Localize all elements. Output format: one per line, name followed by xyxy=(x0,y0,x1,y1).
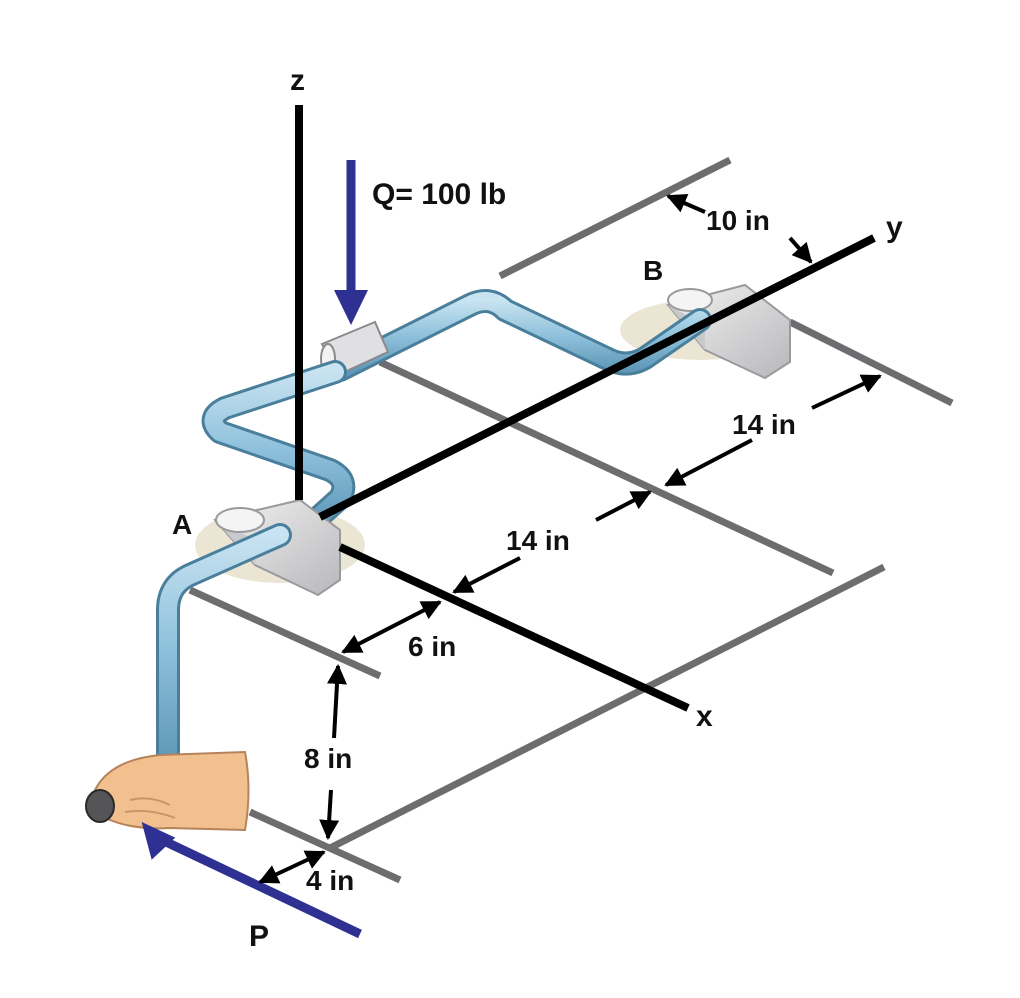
dim-arrow-10in-left xyxy=(666,193,706,214)
guide-line-lower xyxy=(328,563,886,852)
z-axis-label: z xyxy=(290,64,305,97)
guide-lines xyxy=(188,156,954,884)
dim-arrow-6in xyxy=(341,600,442,654)
x-axis xyxy=(338,543,690,712)
guide-line-middle xyxy=(378,358,835,577)
dim-arrow-10in-right xyxy=(788,236,813,264)
force-q-arrow xyxy=(334,160,368,325)
dim-arrow-14in-upper-right xyxy=(811,374,882,410)
support-b-label: B xyxy=(643,255,663,286)
dim-arrow-4in xyxy=(258,850,326,884)
dim-arrow-14in-upper-left xyxy=(664,438,753,487)
force-q-label: Q= 100 lb xyxy=(372,178,506,211)
dim-4in-label: 4 in xyxy=(306,865,354,896)
guide-line-a-left xyxy=(188,586,382,680)
labels: z y x A B Q= 100 lb P 10 in 14 in 14 in … xyxy=(172,64,903,953)
y-axis-label: y xyxy=(886,211,903,244)
dim-arrow-14in-lower-left xyxy=(452,556,521,594)
force-p-arrow xyxy=(141,821,362,939)
dim-6in-label: 6 in xyxy=(408,631,456,662)
x-axis-label: x xyxy=(696,700,713,733)
guide-line-top-b xyxy=(498,156,732,280)
support-a-label: A xyxy=(172,509,192,540)
dim-14in-lower-label: 14 in xyxy=(506,525,570,556)
dim-14in-upper-label: 14 in xyxy=(732,409,796,440)
y-axis xyxy=(318,234,876,521)
dim-8in-label: 8 in xyxy=(304,743,352,774)
dim-arrow-8in-down xyxy=(319,789,340,840)
dim-arrow-14in-lower-right xyxy=(595,490,652,522)
dim-arrow-8in-up xyxy=(327,664,347,739)
dimension-arrows xyxy=(258,193,882,884)
force-p-label: P xyxy=(249,920,269,953)
hand-gripping-handle-icon xyxy=(85,750,250,832)
pipe-lower xyxy=(156,523,292,772)
guide-line-b-right xyxy=(788,318,954,407)
guide-line-handle xyxy=(248,808,402,884)
dim-10in-label: 10 in xyxy=(706,205,770,236)
coordinate-axes xyxy=(295,105,876,712)
